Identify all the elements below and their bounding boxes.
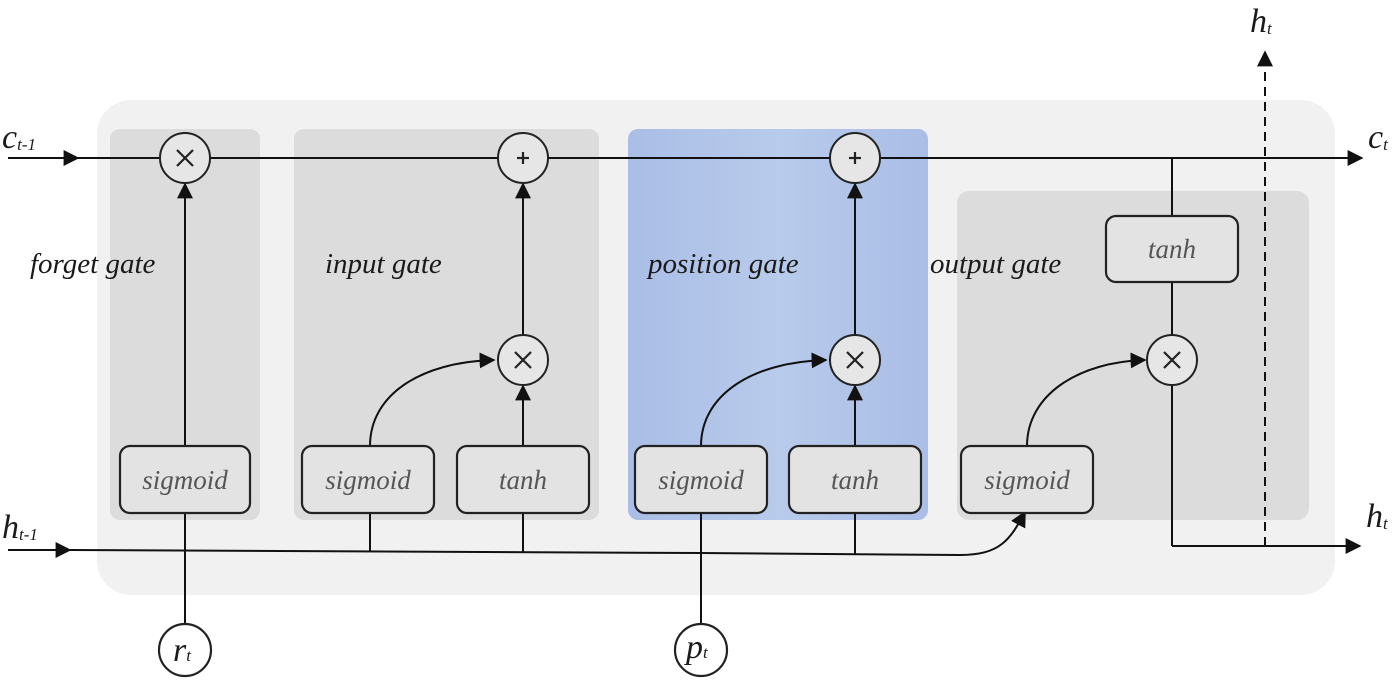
output-sigmoid-box: sigmoid bbox=[959, 444, 1095, 515]
input-sigmoid-text: sigmoid bbox=[325, 465, 411, 495]
position-multiply-node bbox=[829, 334, 881, 386]
position-sigmoid-text: sigmoid bbox=[658, 465, 744, 495]
position-tanh-text: tanh bbox=[831, 465, 879, 495]
r-sub: t bbox=[186, 646, 192, 665]
c-out-label: ct bbox=[1368, 119, 1389, 156]
forget-sigmoid-box: sigmoid bbox=[118, 444, 252, 515]
svg-text:pt: pt bbox=[684, 629, 709, 666]
position-sigmoid-to-multiply bbox=[700, 352, 828, 447]
output-sigmoid-text: sigmoid bbox=[984, 465, 1070, 495]
h-out-label: ht bbox=[1366, 498, 1389, 535]
input-sigmoid-to-multiply bbox=[369, 352, 496, 447]
input-add-node bbox=[497, 132, 549, 184]
h-up-label: ht bbox=[1250, 3, 1273, 40]
output-gate-label: output gate bbox=[930, 248, 1061, 280]
input-multiply-node bbox=[497, 334, 549, 386]
forget-sigmoid-text: sigmoid bbox=[142, 465, 228, 495]
hidden-state-line bbox=[69, 510, 1026, 557]
forget-multiply-node bbox=[159, 132, 211, 184]
position-sigmoid-box: sigmoid bbox=[633, 444, 769, 515]
c-prev-label: ct-1 bbox=[2, 119, 36, 156]
p-sub: t bbox=[703, 643, 709, 662]
input-sigmoid-box: sigmoid bbox=[300, 444, 436, 515]
r-main: r bbox=[173, 632, 187, 669]
p-main: p bbox=[684, 629, 703, 666]
input-tanh-text: tanh bbox=[499, 465, 547, 495]
position-add-node bbox=[829, 132, 881, 184]
output-multiply-node bbox=[1146, 334, 1198, 386]
p-input-node: pt bbox=[673, 622, 729, 678]
h-prev-label: ht-1 bbox=[2, 509, 38, 546]
r-input-node: rt bbox=[157, 622, 213, 678]
output-sigmoid-to-multiply bbox=[1026, 352, 1147, 447]
input-tanh-box: tanh bbox=[455, 444, 591, 515]
forget-gate-label: forget gate bbox=[30, 248, 156, 280]
position-tanh-box: tanh bbox=[787, 444, 923, 515]
output-tanh-text: tanh bbox=[1148, 234, 1196, 264]
input-gate-label: input gate bbox=[325, 248, 442, 280]
position-gate-panel bbox=[628, 129, 928, 520]
position-gate-label: position gate bbox=[646, 248, 799, 280]
svg-text:rt: rt bbox=[173, 632, 192, 669]
output-tanh-box: tanh bbox=[1104, 214, 1240, 284]
